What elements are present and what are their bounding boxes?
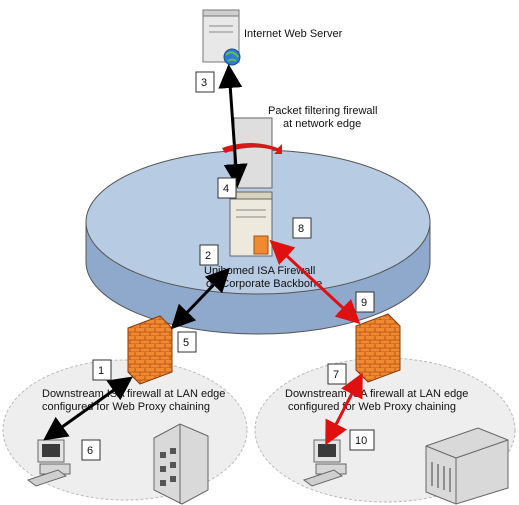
- internet-server-label: Internet Web Server: [244, 28, 343, 40]
- workstation-icon-left: [26, 439, 71, 487]
- server-icon: [202, 9, 240, 63]
- svg-text:8: 8: [298, 223, 304, 235]
- svg-text:9: 9: [361, 297, 367, 309]
- step-box-5: 5: [177, 331, 197, 353]
- brick-firewall-icon-right: [355, 313, 401, 383]
- step-box-2: 2: [199, 244, 219, 266]
- step-box-9: 9: [355, 291, 375, 313]
- arrow-server-to-isa: [218, 64, 248, 188]
- step-box-4: 4: [217, 177, 237, 199]
- step-box-6: 6: [81, 439, 101, 461]
- workstation-icon-right: [302, 439, 347, 487]
- left-lan-label-line1: Downstream ISA firewall at LAN edge: [42, 388, 225, 400]
- svg-text:7: 7: [333, 369, 339, 381]
- step-box-1: 1: [92, 359, 112, 381]
- brick-firewall-icon-left: [127, 315, 173, 385]
- step-box-8: 8: [292, 217, 312, 239]
- step-box-10: 10: [349, 429, 375, 451]
- svg-text:3: 3: [201, 77, 207, 89]
- building-icon-right: [425, 427, 509, 505]
- arrow-right-firewall-to-workstation: [325, 372, 363, 446]
- arrow-isa-to-left-firewall: [170, 267, 231, 330]
- backbone-label-line2: on Corporate Backbone: [206, 278, 322, 290]
- svg-text:6: 6: [87, 445, 93, 457]
- right-lan-label-line2: configured for Web Proxy chaining: [288, 401, 456, 413]
- svg-text:4: 4: [223, 183, 229, 195]
- building-icon-left: [153, 423, 209, 505]
- isa-server-icon: [229, 191, 273, 257]
- svg-text:1: 1: [98, 365, 104, 377]
- right-lan-label-line1: Downstream ISA firewall at LAN edge: [285, 388, 468, 400]
- globe-icon: [223, 48, 241, 66]
- svg-text:5: 5: [183, 337, 189, 349]
- edge-firewall-label-line2: at network edge: [283, 118, 361, 130]
- step-box-7: 7: [327, 363, 347, 385]
- arrow-isa-to-right-firewall: [269, 239, 361, 325]
- left-lan-label-line2: configured for Web Proxy chaining: [42, 401, 210, 413]
- step-box-3: 3: [195, 71, 215, 93]
- arrow-left-firewall-to-workstation: [43, 376, 133, 441]
- edge-firewall-label-line1: Packet filtering firewall: [268, 105, 377, 117]
- svg-text:2: 2: [205, 250, 211, 262]
- svg-text:10: 10: [355, 435, 367, 447]
